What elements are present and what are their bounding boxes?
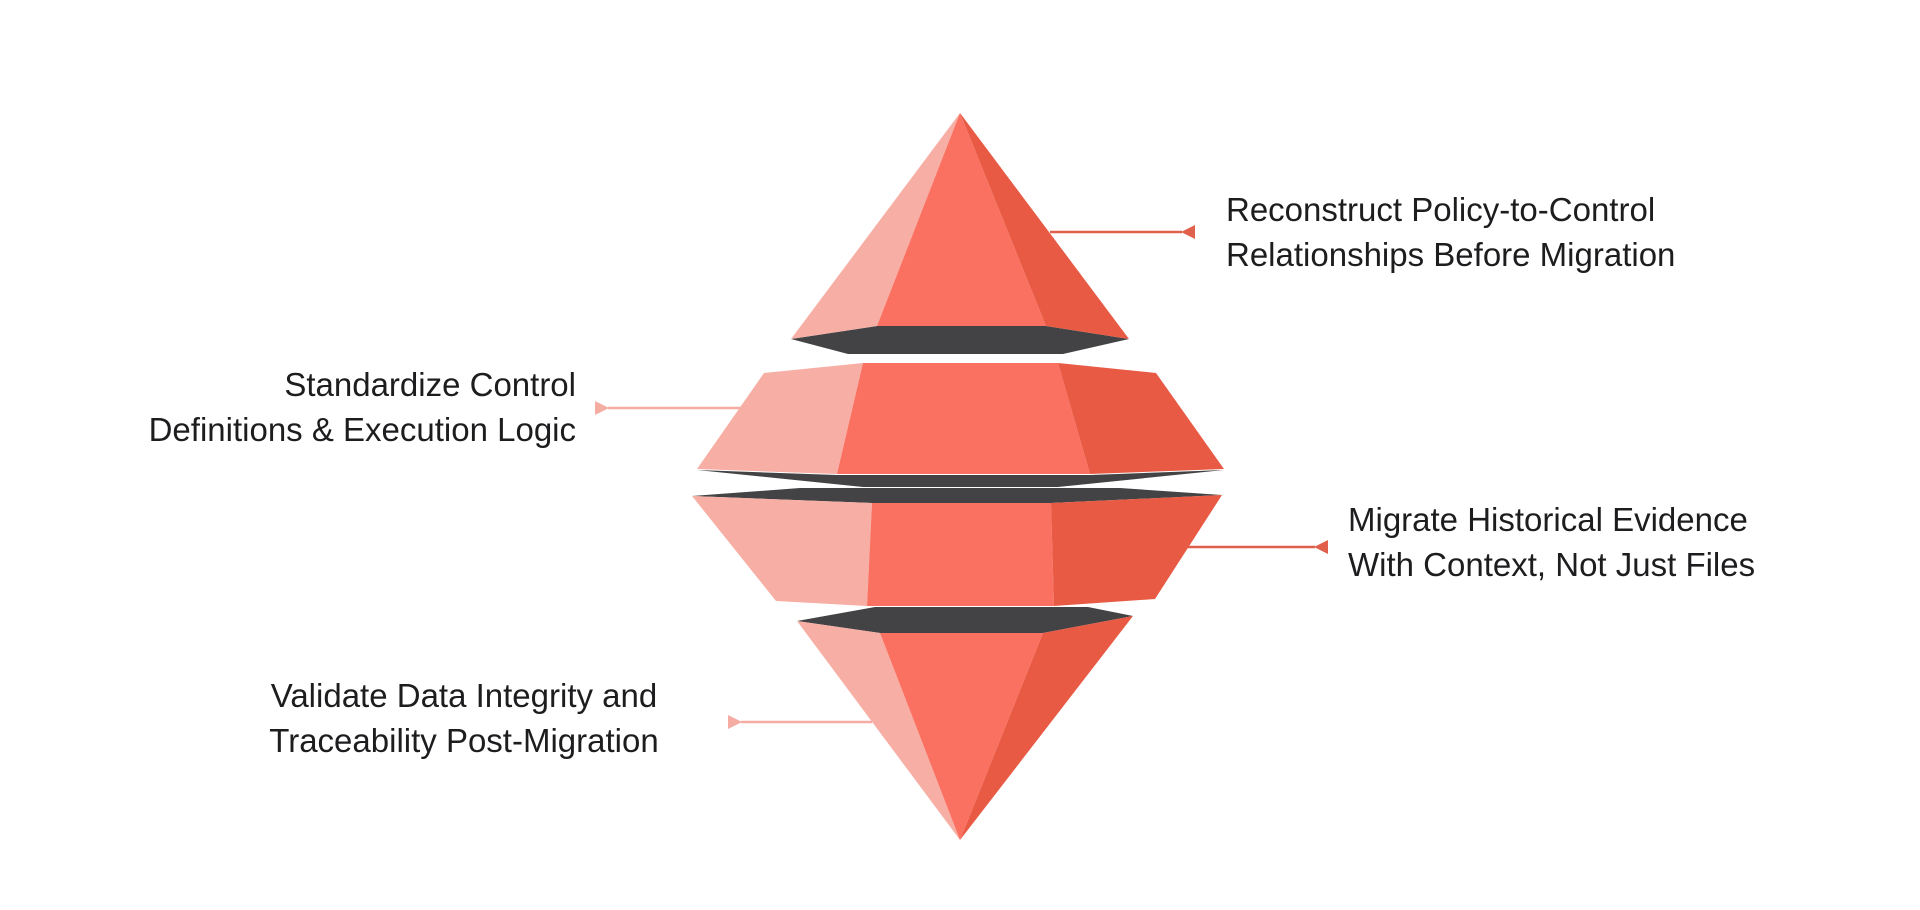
- label-line: With Context, Not Just Files: [1348, 546, 1756, 583]
- label-validate-integrity: Validate Data Integrity and Traceability…: [214, 673, 714, 763]
- connector-arrowhead-segment-4: [728, 715, 742, 729]
- segment-2-underside: [697, 470, 1224, 487]
- diamond-segment-1: [791, 113, 1129, 354]
- segment-4-topside: [797, 607, 1133, 633]
- label-line: Standardize Control: [284, 366, 576, 403]
- connector-arrowhead-segment-3: [1314, 540, 1328, 554]
- segment-3-left-face: [692, 496, 872, 606]
- label-reconstruct-policy: Reconstruct Policy-to-Control Relationsh…: [1226, 187, 1786, 277]
- connector-arrowhead-segment-2: [595, 401, 609, 415]
- label-line: Traceability Post-Migration: [269, 722, 659, 759]
- diamond-segment-4: [797, 607, 1133, 840]
- label-line: Migrate Historical Evidence: [1348, 501, 1748, 538]
- segment-1-underside: [791, 326, 1129, 354]
- segment-4-front-face: [880, 633, 1043, 840]
- segment-2-right-face: [1058, 363, 1224, 474]
- segment-3-right-face: [1051, 495, 1222, 606]
- label-standardize-control: Standardize Control Definitions & Execut…: [56, 362, 576, 452]
- segment-3-front-face: [867, 503, 1054, 606]
- segment-2-left-face: [697, 363, 863, 474]
- label-line: Definitions & Execution Logic: [148, 411, 576, 448]
- label-line: Relationships Before Migration: [1226, 236, 1676, 273]
- segment-1-left-face: [791, 113, 960, 339]
- segment-3-topside: [692, 488, 1222, 503]
- diamond-segment-3: [692, 488, 1222, 606]
- segment-4-right-face: [960, 616, 1133, 840]
- label-migrate-evidence: Migrate Historical Evidence With Context…: [1348, 497, 1908, 587]
- segment-4-left-face: [797, 621, 960, 840]
- segment-1-front-face: [877, 113, 1046, 326]
- segment-1-right-face: [960, 113, 1129, 339]
- label-line: Reconstruct Policy-to-Control: [1226, 191, 1656, 228]
- label-line: Validate Data Integrity and: [270, 677, 658, 714]
- diamond-segment-2: [697, 363, 1224, 487]
- segment-2-front-face: [837, 363, 1090, 474]
- connector-arrowhead-segment-1: [1181, 225, 1195, 239]
